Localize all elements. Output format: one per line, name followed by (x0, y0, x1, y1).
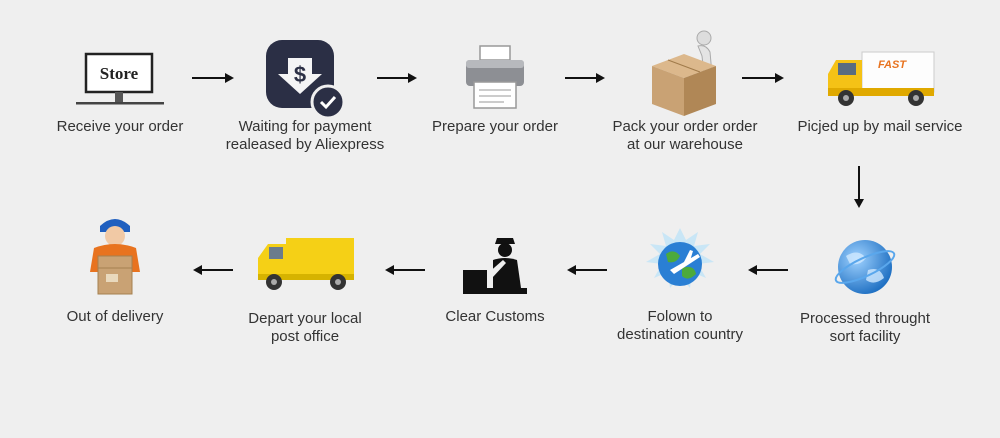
arrow-right-icon (742, 73, 784, 83)
step-out-for-delivery: Out of delivery (30, 212, 200, 332)
step-label: Picjed up by mail service (797, 118, 963, 135)
globe-icon (834, 240, 896, 294)
step-label: Prepare your order (432, 118, 558, 135)
customs-officer-icon (463, 238, 527, 294)
payment-dollar-icon: $ (266, 40, 346, 120)
van-icon (258, 238, 354, 290)
truck-brand-text: FAST (878, 59, 907, 71)
arrow-right-icon (565, 73, 605, 83)
step-sort-facility: Processed throught sort facility (770, 230, 960, 350)
step-waiting-payment: $ Waiting for payment realeased by Aliex… (210, 30, 400, 160)
step-pack-order: Pack your order order at our warehouse (590, 30, 780, 160)
arrow-right-icon (192, 73, 234, 83)
step-clear-customs: Clear Customs (410, 230, 580, 340)
package-box-icon (652, 30, 716, 116)
arrow-right-icon (377, 73, 417, 83)
arrow-left-icon (748, 265, 788, 275)
store-sign-text: Store (100, 64, 139, 83)
step-flown-destination: Folown to destination country (590, 222, 770, 352)
step-label: Depart your local post office (248, 310, 362, 345)
airplane-globe-icon (646, 228, 714, 288)
arrow-left-icon (193, 265, 233, 275)
step-prepare-order: Prepare your order (410, 40, 580, 150)
arrow-left-icon (385, 265, 425, 275)
courier-icon (90, 219, 140, 295)
step-label: Pack your order order at our warehouse (612, 118, 758, 153)
step-depart-post-office: Depart your local post office (215, 226, 395, 350)
step-label: Receive your order (56, 118, 184, 135)
step-label: Waiting for payment realeased by Aliexpr… (225, 118, 385, 153)
step-label: Clear Customs (445, 308, 545, 325)
delivery-truck-icon: FAST (828, 51, 935, 106)
printer-icon (466, 45, 524, 109)
store-icon: Store (76, 52, 164, 105)
step-label: Folown to destination country (617, 308, 743, 343)
step-label: Out of delivery (66, 308, 164, 325)
arrow-left-icon (567, 265, 607, 275)
step-label: Processed throught sort facility (799, 310, 931, 345)
step-receive-order: Store Receive your order (30, 40, 210, 150)
svg-text:$: $ (294, 62, 306, 87)
arrow-down-icon (854, 166, 864, 208)
step-picked-up: FAST Picjed up by mail service (780, 40, 980, 150)
